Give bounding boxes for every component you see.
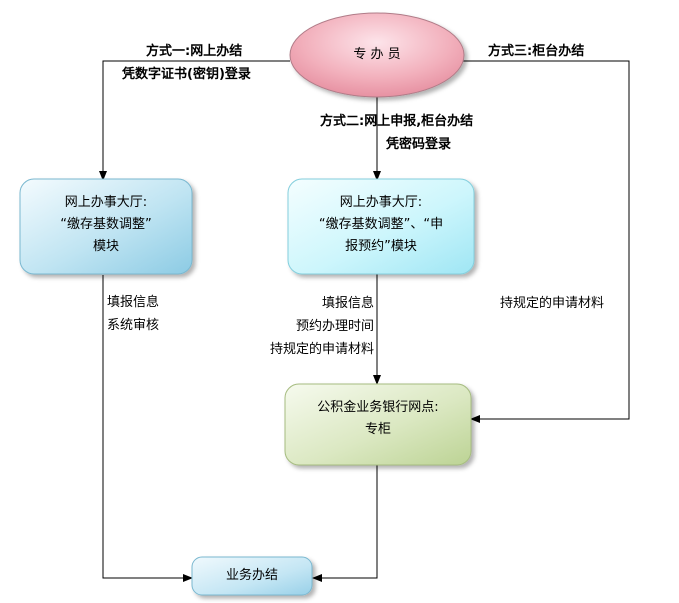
hall-center-node: [287, 178, 475, 275]
agent-node: [289, 12, 465, 98]
hall-left-node: [19, 178, 193, 275]
right-edge-label: 持规定的申请材料: [500, 296, 605, 311]
center-edge-label-2: 预约办理时间: [295, 319, 374, 334]
bank-node: [284, 383, 472, 466]
edge-bank-to-done: [312, 465, 378, 582]
edge-agent-to-bank: [462, 60, 630, 423]
hall-left-line-2: “缴存基数调整”: [60, 217, 152, 232]
hall-center-line-2: “缴存基数调整”、“申: [318, 217, 444, 232]
method-three-title: 方式三:柜台办结: [488, 44, 585, 59]
bank-label: 公积金业务银行网点: 专柜: [285, 397, 471, 441]
edge-left-hall-to-done: [102, 275, 193, 582]
hall-center-line-1: 网上办事大厅:: [339, 195, 423, 210]
hall-center-label: 网上办事大厅: “缴存基数调整”、“申 报预约”模块: [288, 192, 474, 258]
edge-agent-to-left-hall: [99, 60, 290, 181]
hall-left-line-3: 模块: [92, 239, 119, 254]
hall-center-line-3: 报预约”模块: [345, 239, 417, 254]
bank-line-2: 专柜: [364, 422, 391, 437]
left-edge-label-2: 系统审核: [107, 318, 160, 333]
agent-label: 专 办 员: [353, 47, 401, 62]
bank-line-1: 公积金业务银行网点:: [317, 400, 439, 415]
method-two-subtitle: 凭密码登录: [386, 137, 452, 152]
method-one-subtitle: 凭数字证书(密钥)登录: [122, 67, 251, 82]
hall-left-line-1: 网上办事大厅:: [64, 195, 148, 210]
connectors: [99, 60, 630, 582]
hall-left-label: 网上办事大厅: “缴存基数调整” 模块: [20, 192, 192, 258]
center-edge-label-3: 持规定的申请材料: [269, 342, 374, 357]
center-edge-label-1: 填报信息: [321, 296, 374, 311]
method-one-title: 方式一:网上办结: [146, 44, 243, 59]
done-node: [191, 556, 313, 596]
left-edge-label-1: 填报信息: [107, 295, 160, 310]
method-two-title: 方式二:网上申报,柜台办结: [320, 114, 474, 129]
done-label: 业务办结: [225, 568, 278, 583]
